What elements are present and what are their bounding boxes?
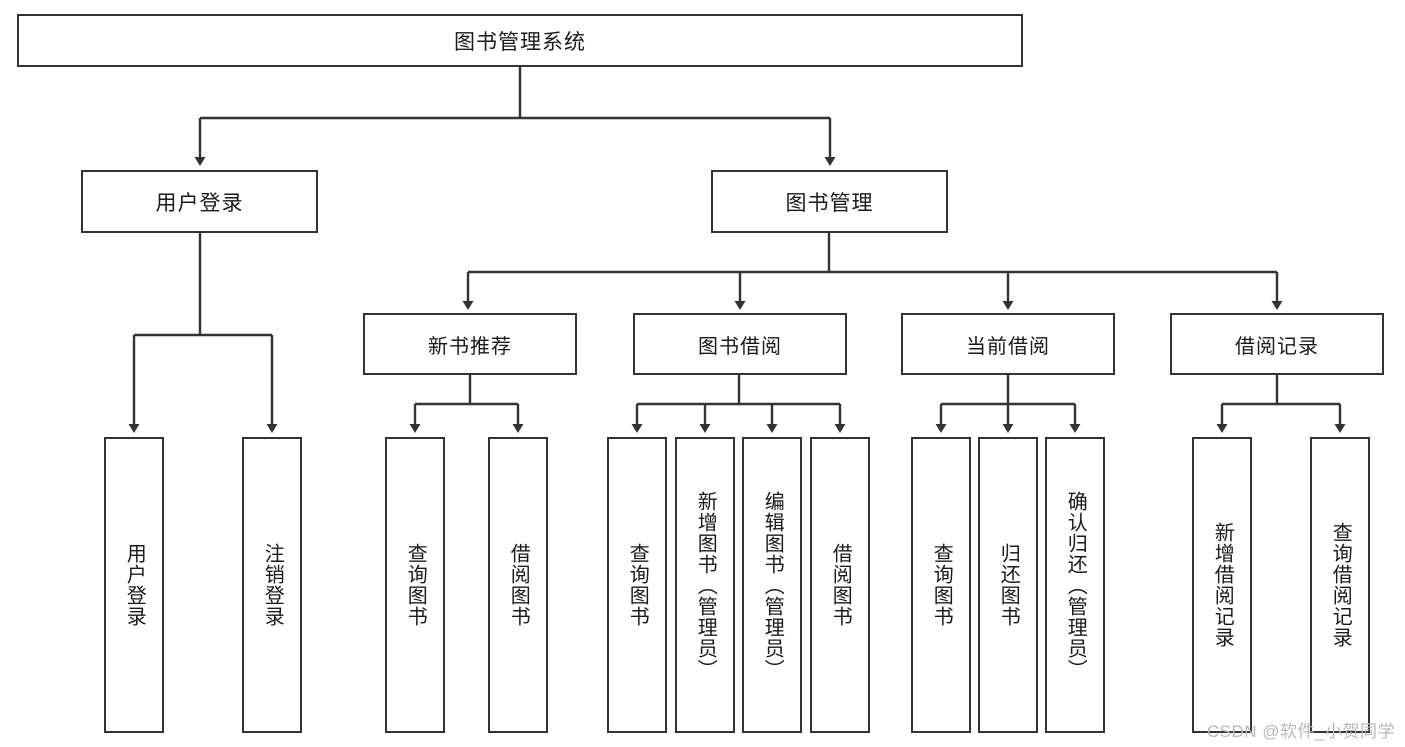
- node-label: 新书推荐: [428, 335, 512, 358]
- leaf-user-login[interactable]: 用户登录: [104, 437, 164, 733]
- leaf-label: 新增借阅记录: [1211, 522, 1234, 648]
- node-user-login[interactable]: 用户登录: [81, 170, 318, 233]
- leaf-inner: 归还图书: [980, 439, 1036, 731]
- leaf-inner: 查询借阅记录: [1312, 439, 1368, 731]
- leaf-confirm-return-admin[interactable]: 确认归还（管理员）: [1045, 437, 1105, 733]
- leaf-label: 查询图书: [626, 543, 649, 627]
- leaf-query-book-recommend[interactable]: 查询图书: [385, 437, 445, 733]
- leaf-label: 查询借阅记录: [1329, 522, 1352, 648]
- leaf-inner: 注销登录: [244, 439, 300, 731]
- leaf-borrow-book-recommend[interactable]: 借阅图书: [488, 437, 548, 733]
- leaf-label: 借阅图书: [507, 543, 530, 627]
- node-borrow-record[interactable]: 借阅记录: [1170, 313, 1384, 375]
- leaf-label: 编辑图书（管理员）: [761, 490, 784, 680]
- leaf-label: 新增图书（管理员）: [694, 490, 717, 680]
- leaf-label: 查询图书: [404, 543, 427, 627]
- leaf-query-book-borrow[interactable]: 查询图书: [607, 437, 667, 733]
- leaf-inner: 编辑图书（管理员）: [744, 439, 800, 731]
- leaf-inner: 用户登录: [106, 439, 162, 731]
- node-label: 借阅记录: [1235, 335, 1319, 358]
- leaf-label: 查询图书: [930, 543, 953, 627]
- node-new-book-recommend[interactable]: 新书推荐: [363, 313, 577, 375]
- leaf-inner: 查询图书: [387, 439, 443, 731]
- node-label: 图书管理系统: [454, 30, 586, 54]
- leaf-label: 用户登录: [123, 543, 146, 627]
- leaf-inner: 查询图书: [913, 439, 969, 731]
- node-label: 用户登录: [155, 191, 244, 215]
- node-book-management[interactable]: 图书管理: [711, 170, 948, 233]
- leaf-inner: 新增借阅记录: [1194, 439, 1250, 731]
- leaf-label: 确认归还（管理员）: [1064, 490, 1087, 680]
- node-label: 图书借阅: [698, 335, 782, 358]
- leaf-add-book-admin[interactable]: 新增图书（管理员）: [675, 437, 735, 733]
- leaf-inner: 借阅图书: [812, 439, 868, 731]
- node-current-borrow[interactable]: 当前借阅: [901, 313, 1115, 375]
- leaf-borrow-book[interactable]: 借阅图书: [810, 437, 870, 733]
- leaf-return-book[interactable]: 归还图书: [978, 437, 1038, 733]
- leaf-inner: 确认归还（管理员）: [1047, 439, 1103, 731]
- node-label: 图书管理: [785, 191, 874, 215]
- leaf-inner: 新增图书（管理员）: [677, 439, 733, 731]
- node-book-borrow[interactable]: 图书借阅: [633, 313, 847, 375]
- leaf-label: 归还图书: [997, 543, 1020, 627]
- node-label: 当前借阅: [966, 335, 1050, 358]
- leaf-inner: 借阅图书: [490, 439, 546, 731]
- node-root-book-management-system[interactable]: 图书管理系统: [17, 14, 1023, 67]
- leaf-query-book-current[interactable]: 查询图书: [911, 437, 971, 733]
- leaf-logout[interactable]: 注销登录: [242, 437, 302, 733]
- leaf-label: 注销登录: [261, 543, 284, 627]
- leaf-label: 借阅图书: [829, 543, 852, 627]
- leaf-inner: 查询图书: [609, 439, 665, 731]
- leaf-add-borrow-record[interactable]: 新增借阅记录: [1192, 437, 1252, 733]
- watermark-credit: CSDN @软件_小贺同学: [1206, 722, 1395, 741]
- leaf-query-borrow-record[interactable]: 查询借阅记录: [1310, 437, 1370, 733]
- leaf-edit-book-admin[interactable]: 编辑图书（管理员）: [742, 437, 802, 733]
